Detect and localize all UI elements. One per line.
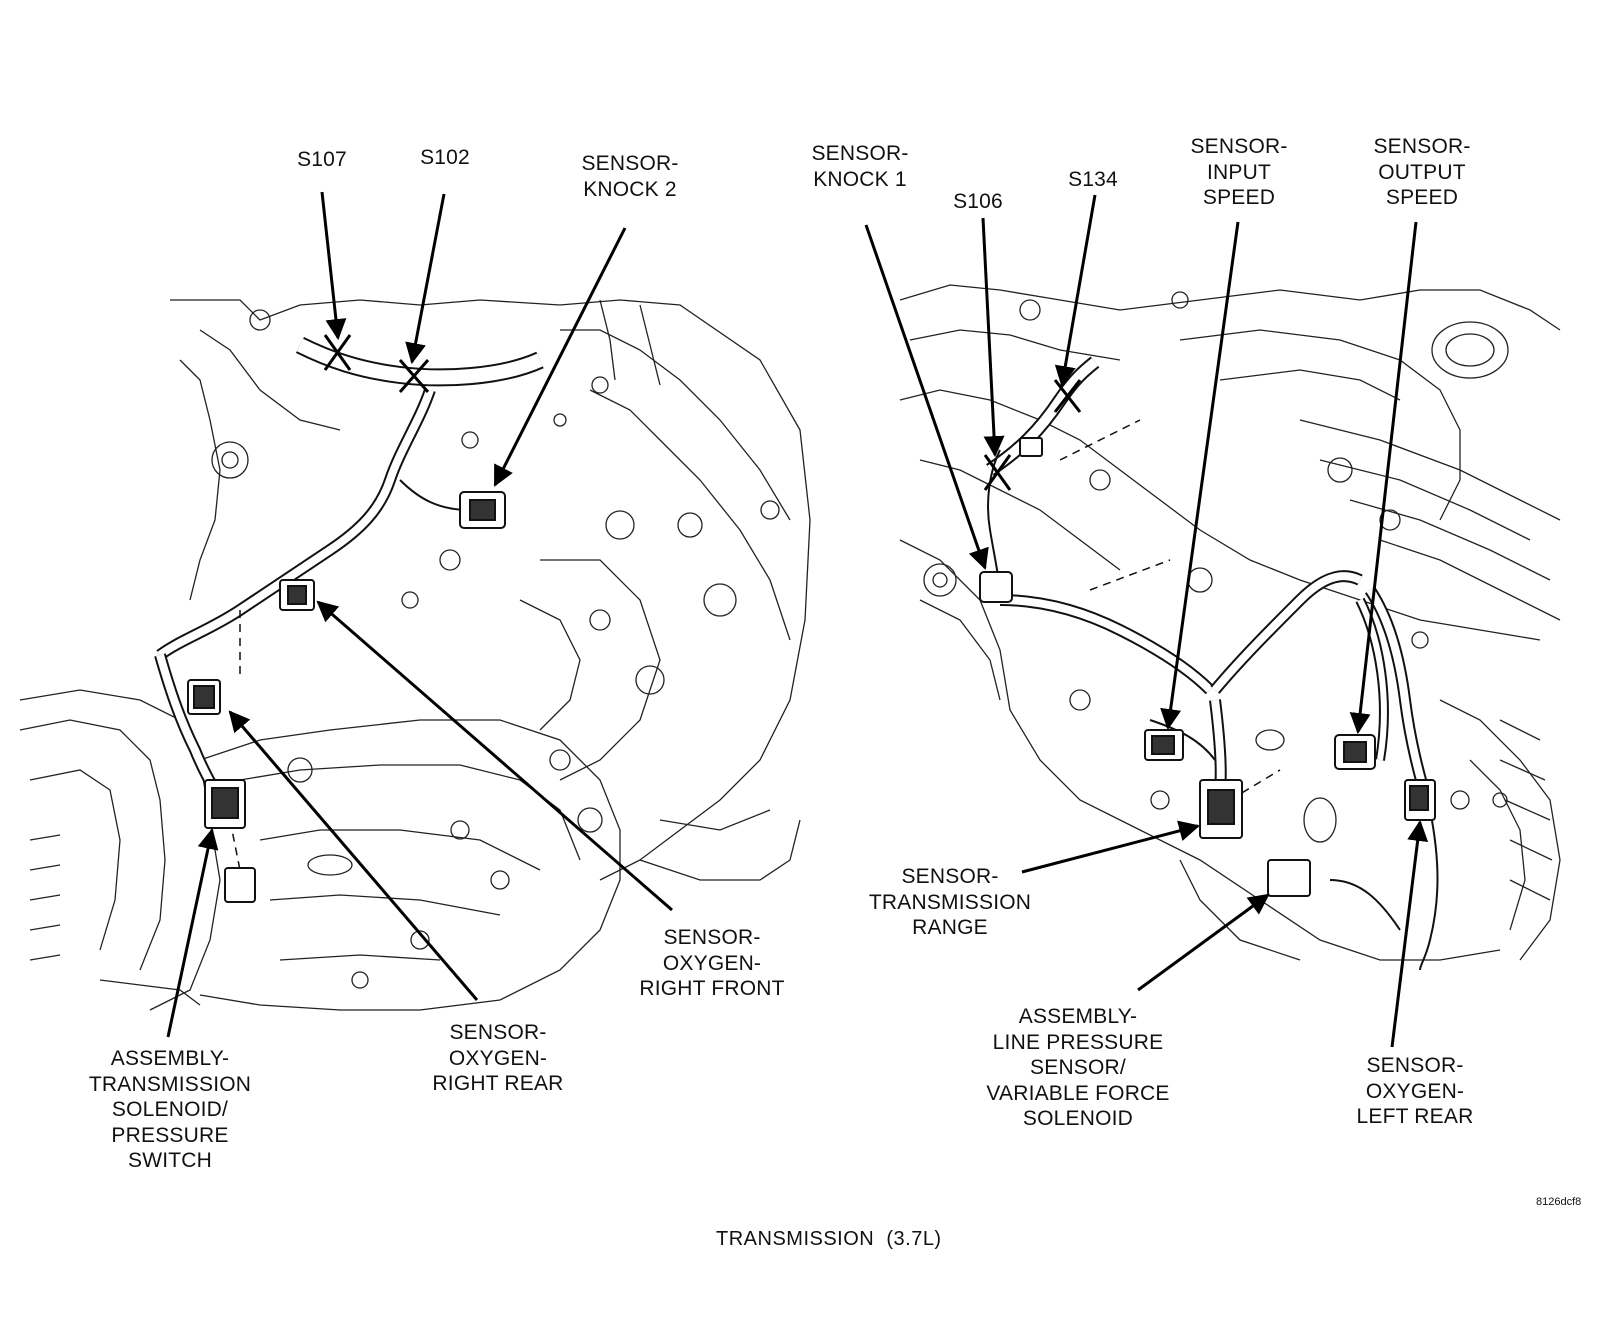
label-line: TRANSMISSION xyxy=(88,1072,252,1096)
label-line: INPUT xyxy=(1207,160,1271,184)
arrow-s102 xyxy=(405,193,446,365)
label-line: SOLENOID/ xyxy=(111,1098,229,1121)
label-line: KNOCK 2 xyxy=(583,177,677,201)
label-line: SENSOR- xyxy=(663,926,761,949)
label-line: OXYGEN- xyxy=(448,1046,548,1070)
left-engine-drawing xyxy=(19,299,811,1011)
arrow-o2-right-front xyxy=(316,600,673,912)
arrow-trans-solenoid xyxy=(166,827,219,1038)
label-line: OXYGEN- xyxy=(662,951,762,975)
label-sensor-knock-1: SENSOR-KNOCK 1 xyxy=(795,141,925,192)
arrow-trans-range xyxy=(1021,820,1201,874)
arrow-o2-left-rear xyxy=(1390,819,1429,1048)
label-sensor-knock-2: SENSOR-KNOCK 2 xyxy=(560,151,700,202)
arrow-line-pressure xyxy=(1137,893,1270,992)
label-line: ASSEMBLY- xyxy=(110,1047,230,1070)
label-line: SENSOR/ xyxy=(1030,1056,1126,1079)
label-line: LINE PRESSURE xyxy=(992,1030,1164,1054)
label-line: SPEED xyxy=(1202,186,1276,209)
label-s107: S107 xyxy=(290,147,354,173)
figure-code: 8126dcf8 xyxy=(1536,1196,1582,1208)
label-line: S134 xyxy=(1068,168,1118,191)
label-line: SOLENOID xyxy=(1022,1107,1134,1130)
label-line: ASSEMBLY- xyxy=(1018,1005,1138,1028)
arrow-o2-right-rear xyxy=(228,710,479,1001)
label-line: S107 xyxy=(297,148,347,171)
label-line: SENSOR- xyxy=(1373,135,1471,158)
label-line: KNOCK 1 xyxy=(813,167,907,191)
label-line: SPEED xyxy=(1385,186,1459,209)
label-s106: S106 xyxy=(946,189,1010,215)
left-wiring-harness xyxy=(154,336,544,871)
label-line: SENSOR- xyxy=(811,142,909,165)
label-s134: S134 xyxy=(1061,167,1125,193)
label-s102: S102 xyxy=(413,145,477,171)
label-line: PRESSURE xyxy=(111,1123,229,1147)
arrow-s106 xyxy=(981,217,1005,458)
label-line: SENSOR- xyxy=(581,152,679,175)
right-connectors xyxy=(979,437,1436,897)
label-line: S106 xyxy=(953,190,1003,213)
arrow-knock2 xyxy=(493,227,627,487)
label-line: SENSOR- xyxy=(1366,1054,1464,1077)
label-line: OXYGEN- xyxy=(1365,1079,1465,1103)
label-line: RIGHT REAR xyxy=(432,1072,564,1095)
label-line: SWITCH xyxy=(127,1149,213,1172)
label-line: TRANSMISSION xyxy=(868,890,1032,914)
label-line: SENSOR- xyxy=(449,1021,547,1044)
label-sensor-oxygen-right-front: SENSOR-OXYGEN-RIGHT FRONT xyxy=(628,925,796,1002)
label-line: OUTPUT xyxy=(1378,160,1466,184)
figure-caption: TRANSMISSION (3.7L) xyxy=(716,1228,942,1250)
label-line: RIGHT FRONT xyxy=(639,977,785,1000)
arrow-output-speed xyxy=(1349,221,1418,735)
label-line: VARIABLE FORCE xyxy=(986,1081,1170,1105)
label-sensor-oxygen-right-rear: SENSOR-OXYGEN-RIGHT REAR xyxy=(418,1020,578,1097)
arrow-s134 xyxy=(1054,194,1097,388)
label-sensor-oxygen-left-rear: SENSOR-OXYGEN-LEFT REAR xyxy=(1340,1053,1490,1130)
right-wiring-harness xyxy=(986,356,1439,971)
splice-markers xyxy=(323,334,1082,491)
right-transmission-drawing xyxy=(899,284,1561,961)
arrow-s107 xyxy=(320,191,347,341)
leader-arrows xyxy=(166,191,1429,1048)
label-line: LEFT REAR xyxy=(1356,1105,1474,1128)
left-connectors xyxy=(187,491,506,903)
label-line: RANGE xyxy=(912,916,988,939)
arrow-input-speed xyxy=(1160,221,1240,731)
arrow-knock1 xyxy=(864,224,989,570)
label-line: S102 xyxy=(420,146,470,169)
label-line: SENSOR- xyxy=(1190,135,1288,158)
label-line: SENSOR- xyxy=(901,865,999,888)
